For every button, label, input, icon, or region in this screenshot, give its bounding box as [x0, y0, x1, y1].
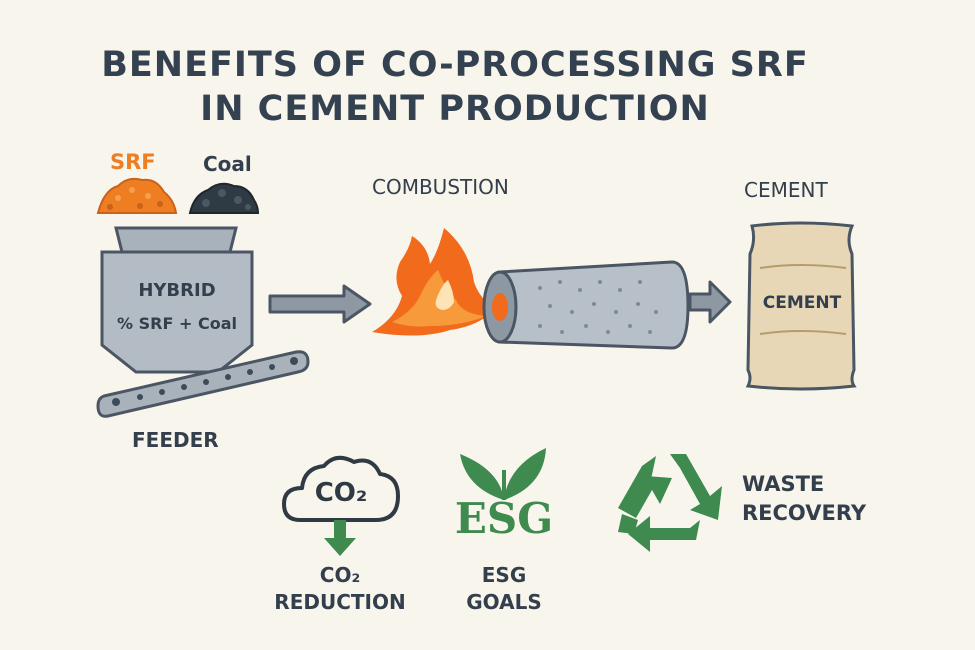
feeder-conveyor	[96, 350, 310, 418]
srf-label: SRF	[110, 150, 156, 174]
co2-cloud-icon	[282, 455, 400, 556]
cement-heading: CEMENT	[744, 178, 828, 202]
flame-icon	[372, 228, 496, 336]
rotary-kiln-icon	[482, 260, 690, 350]
esg-goals-line2: GOALS	[466, 590, 542, 614]
title-line-1: BENEFITS OF CO-PROCESSING SRF	[101, 45, 809, 85]
esg-leaves-icon	[460, 448, 546, 500]
hybrid-hopper	[100, 226, 254, 374]
coal-pile-icon	[188, 182, 260, 214]
co2-reduction-line2: REDUCTION	[274, 590, 406, 614]
hopper-label-hybrid: HYBRID	[138, 280, 216, 301]
co2-reduction-line1: CO₂	[319, 563, 361, 587]
cement-bag-icon	[745, 221, 857, 391]
cement-bag-label: CEMENT	[762, 293, 842, 313]
esg-goals-line1: ESG	[481, 563, 527, 587]
arrow-to-kiln-icon	[268, 284, 372, 324]
srf-pile-icon	[96, 177, 178, 214]
waste-recovery-line1: WASTE	[742, 472, 825, 496]
title-line-2: IN CEMENT PRODUCTION	[200, 89, 710, 129]
feeder-label: FEEDER	[132, 428, 219, 452]
waste-recovery-line2: RECOVERY	[742, 501, 867, 525]
recycle-icon	[618, 454, 722, 552]
co2-icon-text: CO₂	[314, 478, 368, 508]
combustion-label: COMBUSTION	[372, 175, 509, 199]
coal-label: Coal	[203, 152, 252, 176]
hopper-label-mix: % SRF + Coal	[117, 314, 237, 333]
esg-icon-text: ESG	[454, 494, 554, 543]
arrow-to-cement-icon	[688, 280, 732, 324]
